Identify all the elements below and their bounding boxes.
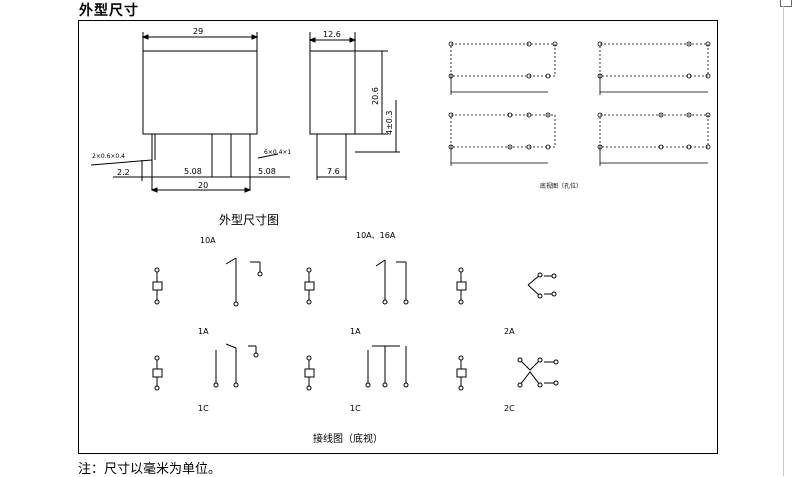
- scroll-corner-marker: [780, 0, 792, 7]
- dim-offset: 2.2: [117, 168, 130, 177]
- schematic-label-10a-16a: 10A、16A: [356, 231, 396, 240]
- schematic-label-1a-b: 1A: [350, 327, 361, 336]
- dim-width: 29: [193, 27, 203, 36]
- footnote: 注：尺寸以毫米为单位。: [78, 462, 222, 477]
- relay-body-front: [142, 50, 258, 135]
- schematic-label-10a: 10A: [200, 236, 216, 245]
- side-view: [308, 32, 400, 180]
- dim-span: 20: [198, 181, 208, 190]
- dim-pin-size: 2×0.6×0.4: [92, 153, 125, 160]
- dim-pin-height: 4±0.3: [385, 110, 394, 135]
- footprint-caption: 底视图（孔位）: [540, 182, 582, 190]
- dim-pitch-b: 5.08: [258, 167, 276, 176]
- dim-pin-pitch: 7.6: [327, 167, 340, 176]
- dim-side-height: 20.6: [371, 87, 380, 105]
- page-heading: 外型尺寸: [79, 3, 139, 19]
- front-view: [90, 32, 290, 193]
- dim-pin-group: 6×0.4×1: [264, 149, 291, 156]
- schematic-group: [152, 257, 559, 391]
- schematic-label-1c-b: 1C: [350, 404, 361, 413]
- mid-caption: 外型尺寸图: [219, 213, 279, 227]
- bottom-caption: 接线图（底视）: [313, 432, 383, 445]
- window-edge-line: [783, 6, 784, 476]
- dim-side-width: 12.6: [323, 30, 341, 39]
- schematic-label-2a: 2A: [504, 327, 515, 336]
- schematic-label-1c-a: 1C: [198, 404, 209, 413]
- pcb-footprints: 底视图（孔位）: [448, 41, 711, 190]
- schematic-label-1a-a: 1A: [198, 327, 209, 336]
- schematic-label-2c: 2C: [504, 404, 515, 413]
- relay-body-side: [309, 50, 356, 135]
- dim-pitch-a: 5.08: [184, 167, 202, 176]
